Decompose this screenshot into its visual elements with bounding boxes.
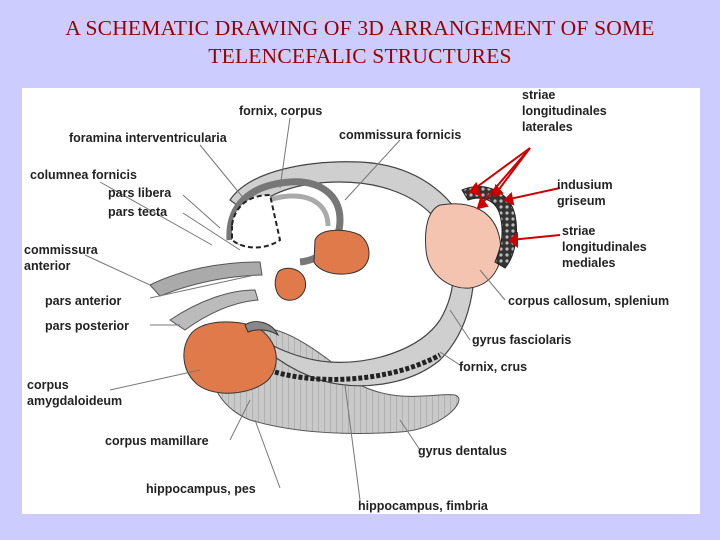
- label-striae-med-3: mediales: [562, 256, 616, 270]
- label-columnea-fornicis: columnea fornicis: [30, 168, 137, 182]
- label-corpus-callosum: corpus callosum, splenium: [508, 294, 669, 308]
- label-gyrus-dentalus: gyrus dentalus: [418, 444, 507, 458]
- splenium-shape: [426, 204, 501, 288]
- label-striae-med-2: longitudinales: [562, 240, 647, 254]
- corpus-amygdaloideum-shape: [184, 322, 276, 393]
- label-fornix-crus: fornix, crus: [459, 360, 527, 374]
- label-commissura-anterior-1: commissura: [24, 243, 99, 257]
- label-foramina: foramina interventricularia: [69, 131, 228, 145]
- label-commissura-anterior-2: anterior: [24, 259, 71, 273]
- label-hippocampus-fimbria: hippocampus, fimbria: [358, 499, 489, 513]
- label-striae-lat-1: striae: [522, 88, 555, 102]
- label-gyrus-fasciolaris: gyrus fasciolaris: [472, 333, 571, 347]
- label-striae-lat-3: laterales: [522, 120, 573, 134]
- label-fornix-corpus: fornix, corpus: [239, 104, 322, 118]
- label-indusium-1: indusium: [557, 178, 613, 192]
- orange-upper-structure: [314, 230, 369, 274]
- label-corpus-mamillare: corpus mamillare: [105, 434, 209, 448]
- label-pars-tecta: pars tecta: [108, 205, 168, 219]
- label-indusium-2: griseum: [557, 194, 606, 208]
- label-commissura-fornicis: commissura fornicis: [339, 128, 461, 142]
- label-pars-posterior: pars posterior: [45, 319, 129, 333]
- label-pars-anterior: pars anterior: [45, 294, 122, 308]
- label-pars-libera: pars libera: [108, 186, 172, 200]
- corpus-mamillare-shape: [275, 268, 305, 300]
- label-striae-lat-2: longitudinales: [522, 104, 607, 118]
- label-hippocampus-pes: hippocampus, pes: [146, 482, 256, 496]
- label-corpus-amygdaloideum-1: corpus: [27, 378, 69, 392]
- label-striae-med-1: striae: [562, 224, 595, 238]
- label-corpus-amygdaloideum-2: amygdaloideum: [27, 394, 122, 408]
